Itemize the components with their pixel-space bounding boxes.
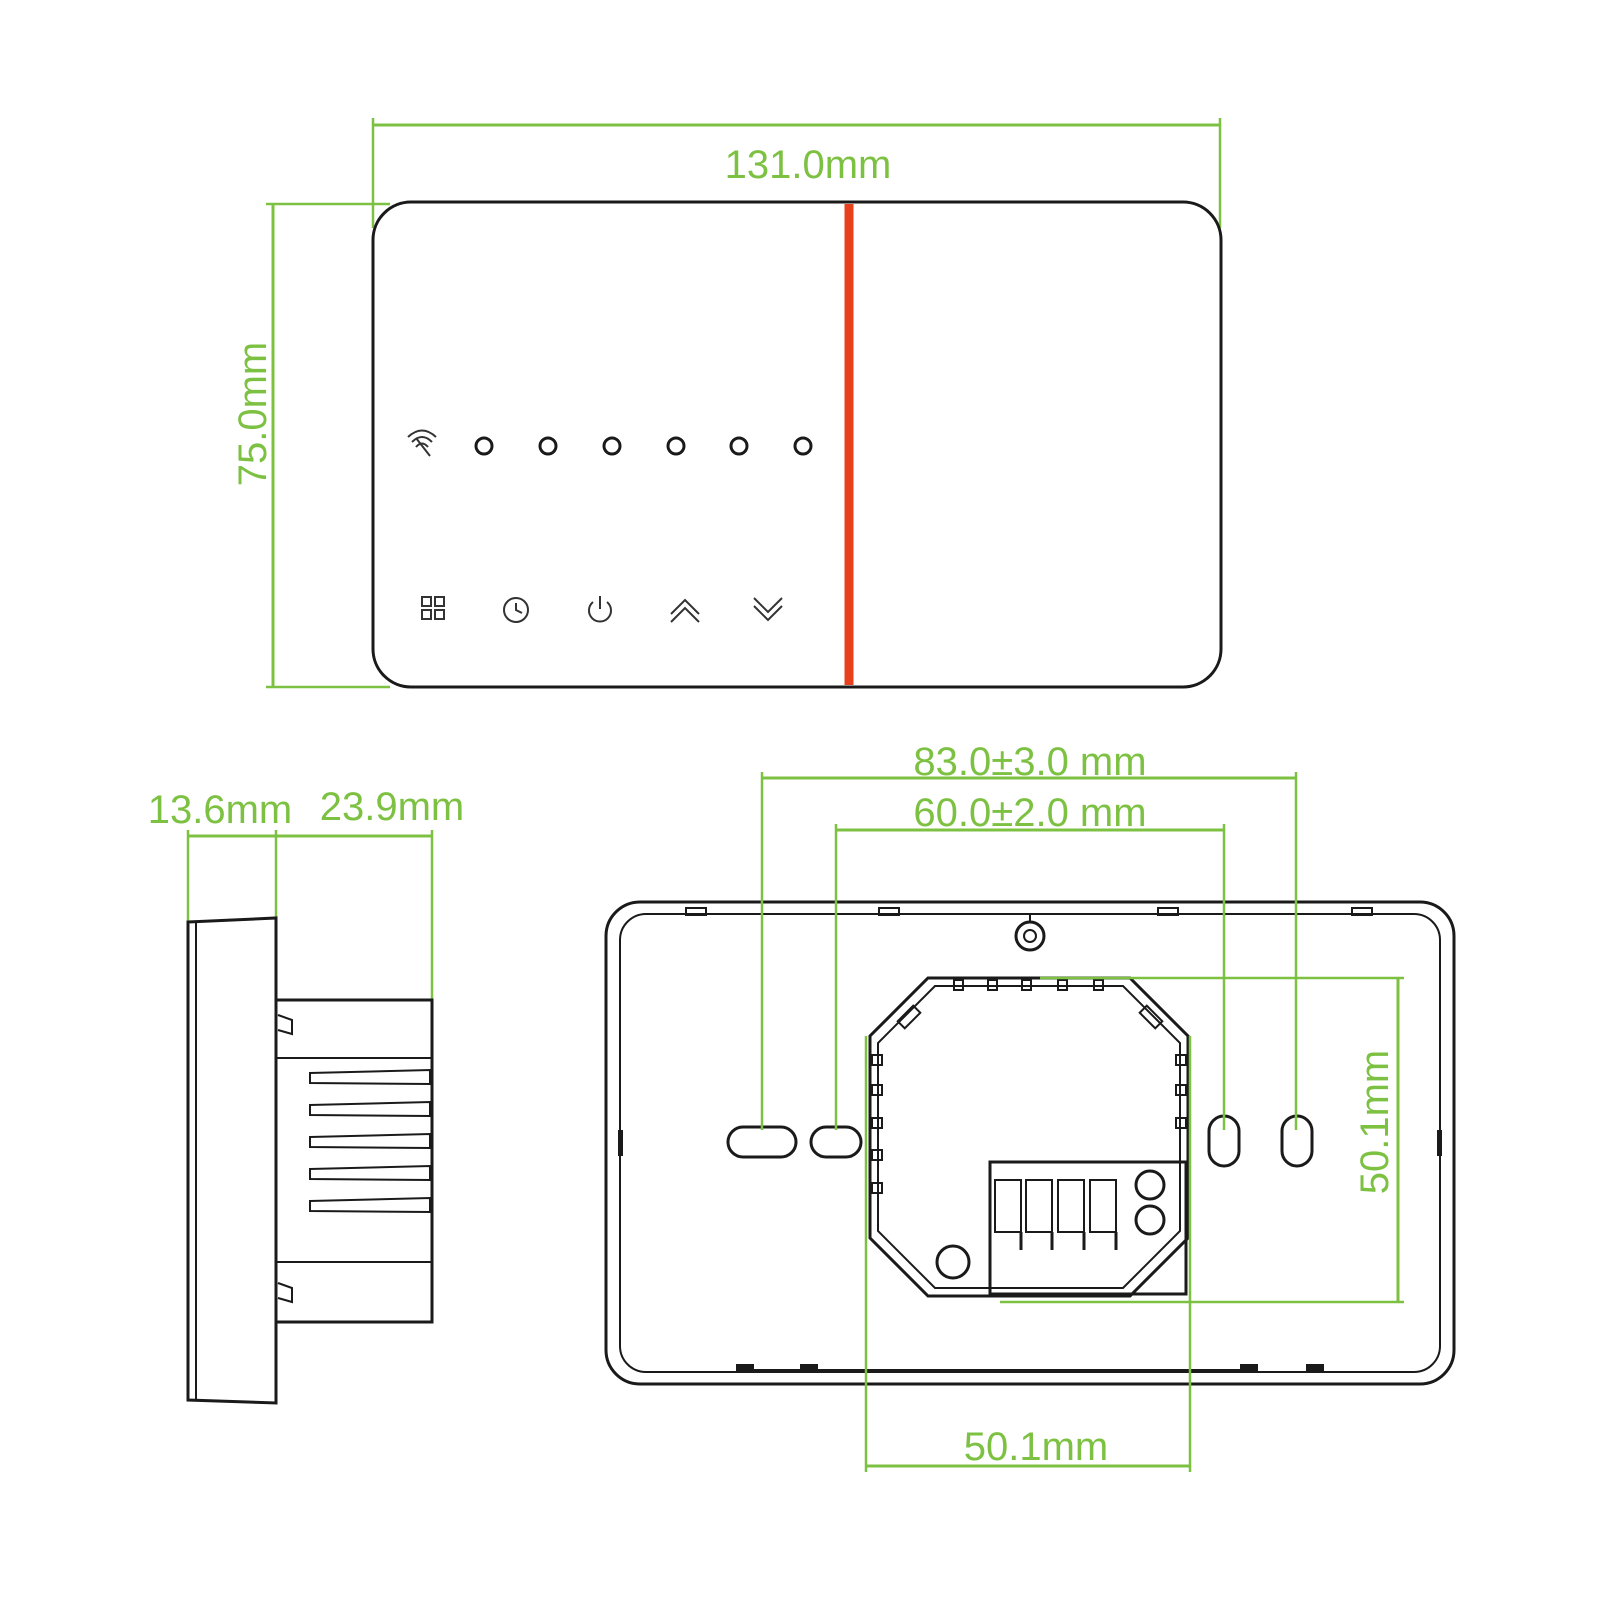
module-top-teeth [953, 979, 1104, 991]
front-height-label: 75.0mm [231, 342, 275, 487]
side-back-depth-label: 23.9mm [320, 785, 465, 829]
module-height-label: 50.1mm [1353, 1050, 1397, 1195]
menu-grid-icon [421, 596, 445, 620]
chevron-up-icon [670, 598, 700, 623]
power-icon [588, 596, 612, 623]
side-back-body [274, 998, 434, 1324]
module-inner [877, 985, 1181, 1289]
module-clip-top-left [896, 1004, 922, 1030]
wifi-icon [407, 429, 437, 457]
indicator-dot [474, 436, 494, 456]
inner-spacing-label: 60.0±2.0 mm [913, 791, 1146, 835]
side-clip-bottom [277, 1282, 293, 1304]
slot-left-inner [809, 1125, 863, 1159]
front-width-label: 131.0mm [725, 143, 892, 187]
indicator-row [474, 436, 813, 456]
module-side-teeth [871, 1054, 1187, 1194]
indicator-dot [538, 436, 558, 456]
back-bottom-tabs [736, 1364, 1324, 1373]
back-notch-right [1437, 1130, 1442, 1156]
module-screw [935, 1244, 971, 1280]
outer-spacing-label: 83.0±3.0 mm [913, 740, 1146, 784]
module-width-label: 50.1mm [964, 1425, 1109, 1469]
indicator-dot [729, 436, 749, 456]
module-body [868, 976, 1190, 1298]
slot-left-outer [726, 1125, 798, 1159]
front-panel-outline [371, 200, 1223, 689]
clock-icon [503, 597, 529, 623]
indicator-dot [666, 436, 686, 456]
indicator-dot [602, 436, 622, 456]
top-screw-hole [1014, 915, 1046, 952]
side-view: 13.6mm 23.9mm [148, 785, 465, 1405]
terminal-block [988, 1160, 1188, 1296]
back-view: 83.0±3.0 mm 60.0±2.0 mm 50.1mm 50.1mm [604, 740, 1456, 1472]
side-fins [309, 1068, 431, 1214]
side-clip-top [277, 1014, 293, 1036]
side-front-depth-label: 13.6mm [148, 788, 293, 832]
module-clip-top-right [1138, 1004, 1164, 1030]
back-shell-outer [604, 900, 1456, 1386]
back-notch-left [618, 1130, 623, 1156]
indicator-dot [793, 436, 813, 456]
front-view: 131.0mm 75.0mm [231, 118, 1223, 689]
chevron-down-icon [753, 597, 783, 622]
side-faceplate [186, 916, 278, 1405]
back-top-tabs [685, 907, 1373, 916]
